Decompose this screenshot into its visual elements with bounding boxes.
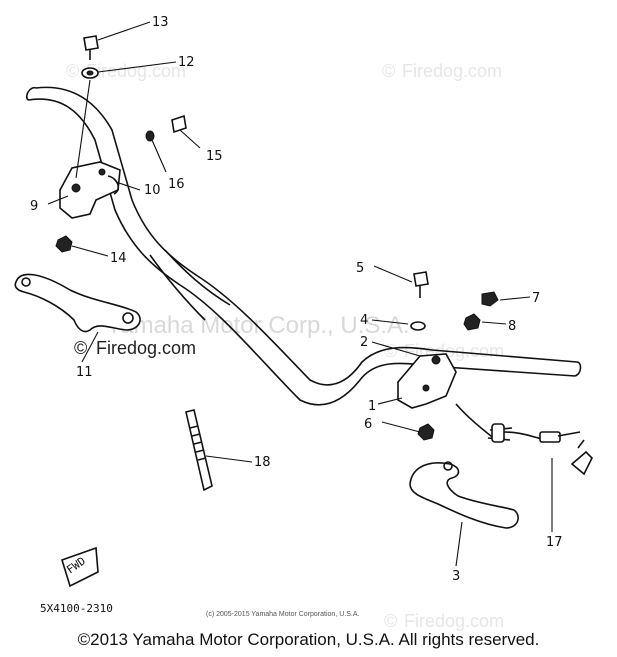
- callout-5: 5: [356, 261, 364, 276]
- cable-tie: [185, 409, 213, 492]
- right-lever-holder: [397, 353, 457, 409]
- callout-4: 4: [360, 313, 368, 328]
- watermark-firedog: Firedog.com: [402, 61, 502, 81]
- callout-13: 13: [152, 15, 169, 30]
- callout-8: 8: [508, 319, 516, 334]
- left-lever-holder: [59, 161, 121, 219]
- watermark-copy-symbol: ©: [384, 341, 397, 361]
- brake-switch: [455, 403, 593, 476]
- watermark-firedog: Firedog.com: [404, 611, 504, 631]
- right-fasteners: [410, 271, 499, 441]
- callout-7: 7: [532, 291, 540, 306]
- callout-10: 10: [144, 183, 161, 198]
- watermark-firedog: Firedog.com: [86, 61, 186, 81]
- footer-copyright: ©2013 Yamaha Motor Corporation, U.S.A. A…: [77, 630, 540, 649]
- watermark-copy-symbol: ©: [382, 61, 395, 81]
- callout-18: 18: [254, 455, 271, 470]
- watermark-firedog-dark: Firedog.com: [96, 338, 196, 358]
- fwd-arrow: FWD: [61, 546, 99, 588]
- small-copyright: (c) 2005-2015 Yamaha Motor Corporation, …: [206, 611, 359, 618]
- callout-12: 12: [178, 55, 195, 70]
- watermark-copy-symbol: ©: [66, 61, 79, 81]
- callout-1: 1: [368, 399, 376, 414]
- callout-11: 11: [76, 365, 93, 380]
- callouts: 13 12 15 16 10 9 14 11 5 7 4 8 2 1 6 18 …: [30, 15, 563, 584]
- callout-15: 15: [206, 149, 223, 164]
- watermark-copy-symbol-dark: ©: [74, 338, 87, 358]
- right-lever: [409, 461, 519, 529]
- callout-6: 6: [364, 417, 372, 432]
- watermark-copy-symbol: ©: [384, 611, 397, 631]
- callout-2: 2: [360, 335, 368, 350]
- callout-3: 3: [452, 569, 460, 584]
- diagram-code: 5X4100-2310: [40, 602, 113, 615]
- left-lever: [14, 273, 141, 333]
- callout-17: 17: [546, 535, 563, 550]
- leader-lines: [47, 21, 553, 567]
- callout-9: 9: [30, 199, 38, 214]
- handlebar: [25, 86, 582, 406]
- callout-14: 14: [110, 251, 127, 266]
- callout-16: 16: [168, 177, 185, 192]
- left-fasteners: [55, 35, 187, 253]
